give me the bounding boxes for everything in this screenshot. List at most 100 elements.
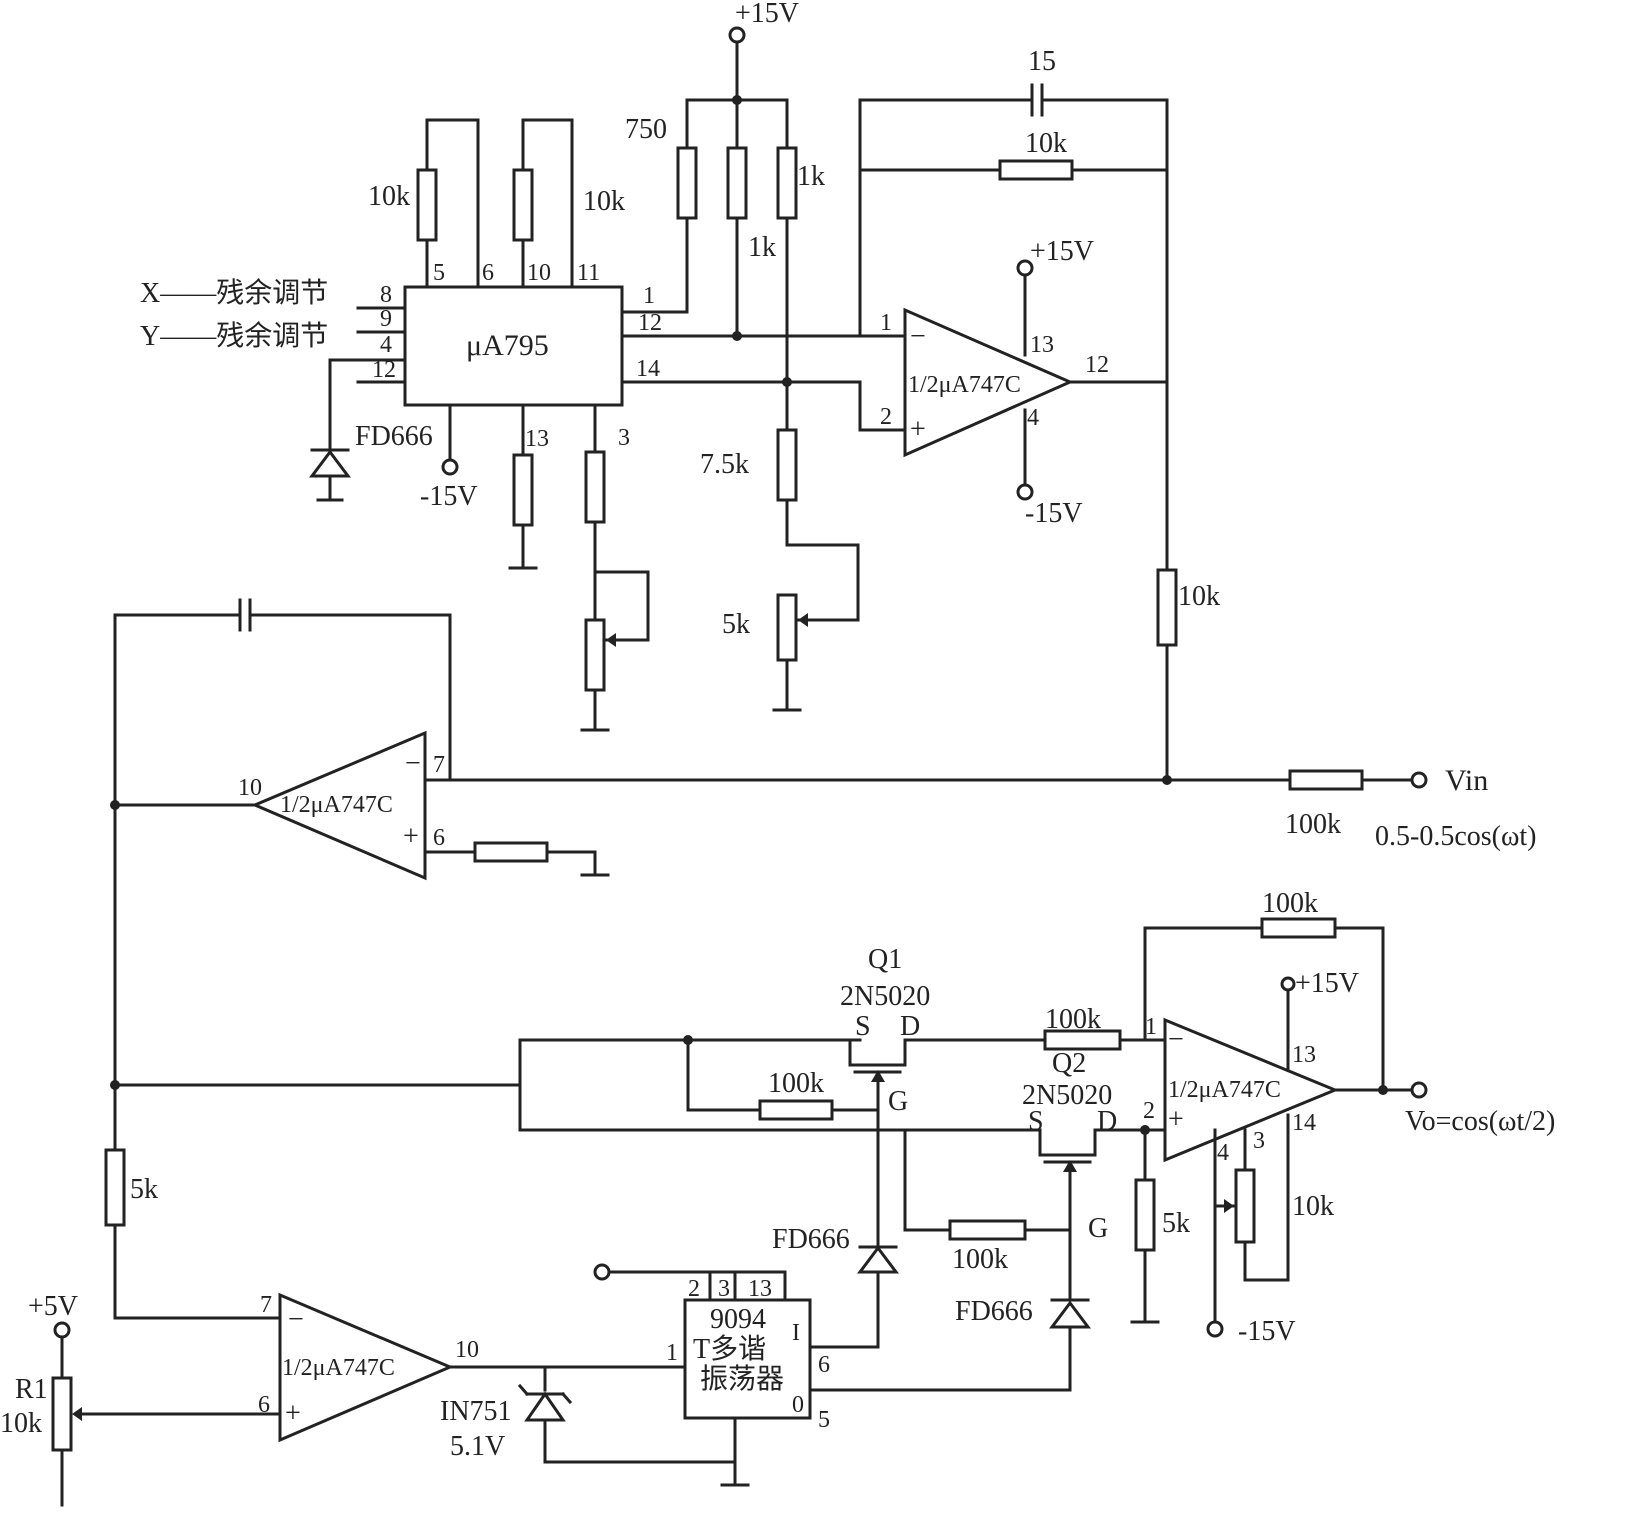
q2-gate: G (1088, 1213, 1108, 1244)
opamp-a1-pin-13: 13 (1030, 332, 1054, 358)
resistor-pin13 (512, 453, 534, 527)
diode-fd666-multiplier (309, 449, 351, 478)
opamp-a1-pin-out: 12 (1085, 352, 1109, 378)
out-pos-supply: +15V (1295, 968, 1359, 999)
pin-4: 4 (380, 332, 392, 358)
resistor-d-100k (1043, 1029, 1122, 1051)
resistor-750 (676, 146, 698, 220)
top-supply-terminal (728, 26, 746, 44)
opamp-a2-body (251, 730, 427, 881)
resistor-10k-c-label: 10k (1178, 581, 1220, 612)
resistor-1k-middle-label: 1k (748, 232, 776, 263)
multivibrator-part: 9094 (710, 1304, 766, 1335)
opamp-a4-pin-minus: 7 (260, 1292, 272, 1318)
multivibrator-line1: T多谐 (693, 1333, 766, 1365)
opamp-a4-label: 1/2μA747C (282, 1355, 395, 1381)
vin-terminal (1410, 771, 1428, 789)
capacitor-15-label: 15 (1028, 46, 1056, 77)
opamp-a1-label: 1/2μA747C (908, 372, 1021, 398)
mv-pin-6: 6 (818, 1352, 830, 1378)
multivibrator-9094 (683, 1298, 812, 1420)
opamp-a3-plus-sign: + (1168, 1104, 1184, 1135)
opamp-a1-neg-supply: -15V (1025, 498, 1083, 529)
resistor-q1-100k (758, 1099, 834, 1121)
vo-label: Vo=cos(ωt/2) (1405, 1106, 1555, 1137)
multiplier-ic (403, 285, 624, 407)
transistor-q1 (848, 1038, 907, 1067)
resistor-7-5k (776, 428, 798, 502)
mult-neg-supply-terminal (441, 458, 459, 476)
mv-pin-1: 1 (666, 1340, 678, 1366)
opamp-a2-label: 1/2μA747C (280, 792, 393, 818)
opamp-a2-pin-minus: 7 (433, 752, 445, 778)
r1-value: 10k (0, 1408, 42, 1439)
opamp-a2-plus-sign: + (403, 821, 419, 852)
opamp-a4-plus-sign: + (285, 1398, 301, 1429)
q1-source: S (855, 1011, 871, 1042)
opamp-a1-body (903, 307, 1074, 458)
resistor-750-label: 750 (625, 114, 667, 145)
r1-supply-label: +5V (28, 1291, 78, 1322)
vin-expression: 0.5-0.5cos(ωt) (1375, 821, 1537, 852)
q2-name: Q2 (1052, 1048, 1086, 1079)
out-neg-supply: -15V (1238, 1316, 1296, 1347)
resistor-5k-left-label: 5k (130, 1174, 158, 1205)
opamp-a1-pos-supply: +15V (1030, 236, 1094, 267)
resistor-10k-a (416, 168, 438, 242)
transistor-q2 (1038, 1128, 1097, 1157)
pin-12-left: 12 (372, 357, 396, 383)
resistor-10k-a-label: 10k (368, 181, 410, 212)
resistor-output-feedback-100k (1260, 917, 1337, 939)
opamp-a3-pin-plus: 2 (1143, 1098, 1155, 1124)
r1-supply-terminal (53, 1321, 71, 1339)
resistor-1k-right-label: 1k (797, 161, 825, 192)
opamp-a1-pin-plus: 2 (880, 404, 892, 430)
opamp-a2-pin-plus: 6 (433, 825, 445, 851)
resistor-1k-right (776, 146, 798, 220)
potentiometer-10k (1234, 1168, 1256, 1244)
zener-name: IN751 (440, 1396, 512, 1427)
opamp-a1: 1/2μA747C − + 1 2 +15V 13 -15V 4 12 15 1… (858, 46, 1220, 782)
q1-part: 2N5020 (840, 981, 930, 1012)
pin-6: 6 (482, 260, 494, 286)
opamp-a1-pin-4: 4 (1027, 405, 1039, 431)
multivibrator-line2: 振荡器 (700, 1363, 784, 1395)
mv-pin-13: 13 (748, 1276, 772, 1302)
zener-in751 (524, 1391, 566, 1422)
potentiometer-5k (776, 593, 798, 662)
pin-13: 13 (525, 426, 549, 452)
multiplier-ic-label: μA795 (466, 329, 549, 362)
resistor-10k-c (1156, 568, 1178, 647)
resistor-d-100k-label: 100k (1045, 1004, 1101, 1035)
mv-pin-o: 0 (792, 1392, 804, 1418)
resistor-1k-middle (726, 146, 748, 220)
pin-3: 3 (618, 425, 630, 451)
q1-drain: D (900, 1011, 920, 1042)
diode-fd666-q2-label: FD666 (955, 1296, 1033, 1327)
mv-pin-3: 3 (718, 1276, 730, 1302)
resistor-10k-b (512, 168, 534, 242)
pin-1: 1 (643, 283, 655, 309)
opamp-a1-plus-sign: + (910, 414, 926, 445)
diode-fd666-q1-label: FD666 (772, 1224, 850, 1255)
output-section: 100k Q1 2N5020 S D G 100k Q2 2N5020 S D … (0, 888, 1555, 1507)
pin-11: 11 (577, 260, 600, 286)
opamp-a3-label: 1/2μA747C (1168, 1077, 1281, 1103)
resistor-a2-plus (473, 841, 549, 863)
opamp-a4-minus-sign: − (288, 1304, 304, 1335)
potentiometer-10k-label: 10k (1292, 1191, 1334, 1222)
resistor-feedback-10k-label: 10k (1025, 128, 1067, 159)
vo-terminal (1410, 1081, 1428, 1099)
q2-part: 2N5020 (1022, 1080, 1112, 1111)
multiplier-section: +15V 750 1k 1k μA795 10k 10k 5 6 10 11 1… (140, 0, 907, 732)
vin-label: Vin (1445, 764, 1488, 797)
x-adjust-label: X——残余调节 (140, 277, 328, 309)
q2-source: S (1028, 1106, 1044, 1137)
mv-pin-i: I (792, 1320, 800, 1346)
pin-10: 10 (527, 260, 551, 286)
opamp-a3-minus-sign: − (1168, 1024, 1184, 1055)
potentiometer-r1 (51, 1376, 73, 1452)
q2-drain: D (1097, 1106, 1117, 1137)
opamp-a4-pin-out: 10 (455, 1337, 479, 1363)
resistor-7-5k-label: 7.5k (700, 449, 749, 480)
